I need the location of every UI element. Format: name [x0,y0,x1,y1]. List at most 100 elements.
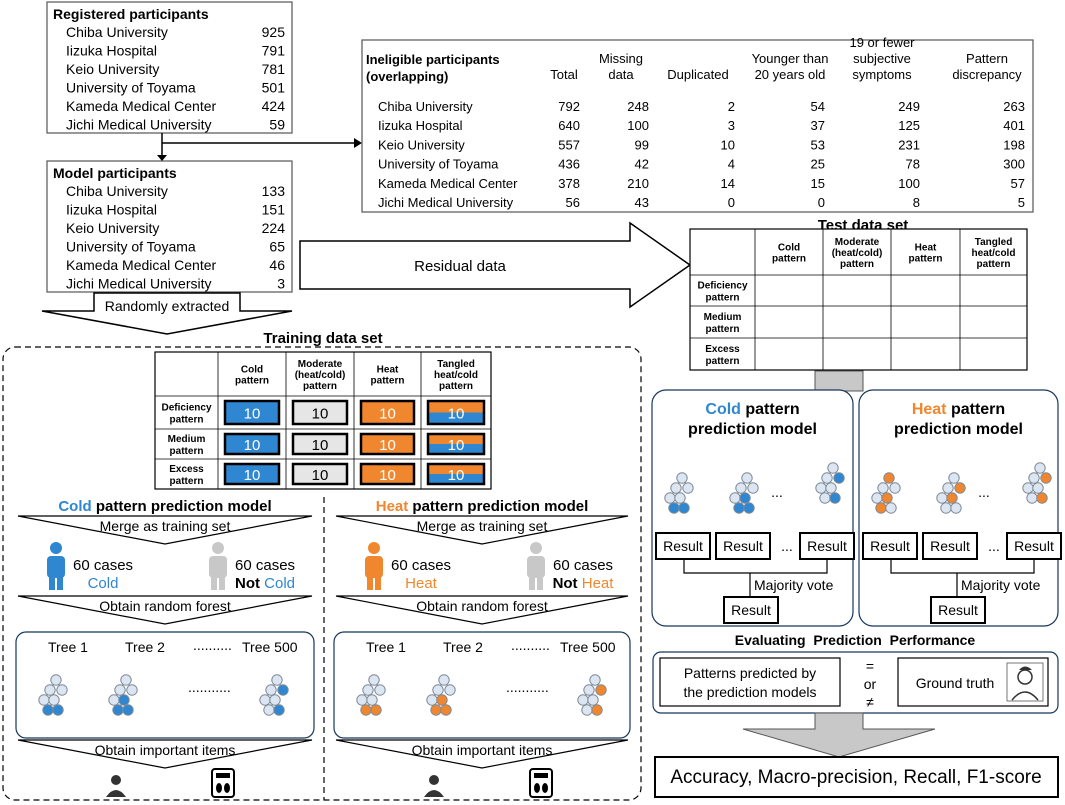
ineligible-header: subjective [853,51,911,66]
ineligible-value: 100 [627,118,649,133]
site-count: 424 [262,98,286,114]
tree-ellipsis: ... [771,484,783,500]
cell-value: 10 [448,437,465,454]
grid-col-header: Moderate [835,237,880,248]
moderate-cell [291,399,349,426]
grid-row-header: Deficiency [697,281,747,292]
ineligible-header: discrepancy [952,67,1022,82]
prediction-title-colored: Cold [705,401,741,418]
class-word: Heat [582,575,615,592]
prediction-title-line2: prediction model [688,421,817,438]
grid-col-header: pattern [235,376,269,387]
cold-cell [223,432,281,456]
grid-col-header: pattern [371,376,405,387]
ineligible-value: 100 [898,176,920,191]
site-count: 501 [262,80,286,96]
tangled-cell-top [428,434,484,444]
ineligible-value: 15 [811,176,825,191]
grid-col-header: Heat [377,365,399,376]
ineligible-header: Younger than [752,51,829,66]
forest-funnel-label: Obtain random forest [99,598,231,614]
result-label: Result [870,538,910,554]
result-box [715,532,771,560]
tangled-cell-bottom [428,444,484,454]
cell-value: 10 [448,406,465,423]
person-icon [47,542,65,590]
grid-row-header: Deficiency [161,403,211,414]
result-ellipsis: ... [988,538,1000,554]
prediction-title-line2: prediction model [894,421,1023,438]
site-count: 791 [262,43,286,59]
ineligible-value: 231 [898,137,920,152]
person-icon [209,542,227,590]
arrowhead-to-model [157,155,167,161]
cases-label: 60 cases [553,557,613,574]
site-count: 59 [269,117,285,133]
ineligible-site-name: Keio University [378,137,465,152]
ineligible-value: 42 [635,157,649,172]
cell-value: 10 [379,406,396,423]
result-label: Result [663,538,703,554]
grid-col-header: pattern [977,259,1011,270]
ineligible-value: 378 [558,176,580,191]
majority-vote-label: Majority vote [754,577,834,593]
ineligible-header: Missing [599,51,643,66]
site-count: 224 [262,220,286,236]
training-title: Training data set [263,330,382,347]
site-name: Jichi Medical University [66,117,211,133]
ineligible-value: 54 [811,99,825,114]
grid-col-header: Tangled [975,237,1013,248]
arrowhead-to-ineligible [354,138,362,148]
randomly-extracted-arrow [41,292,293,335]
tree-label: Tree 1 [366,639,406,655]
forest-box [333,631,631,739]
cell-value: 10 [312,406,329,423]
final-result-box [930,596,986,624]
ineligible-value: 125 [898,118,920,133]
ineligible-value: 557 [558,137,580,152]
ineligible-value: 0 [818,195,825,210]
site-name: Chiba University [66,183,168,199]
model-title: Heat pattern prediction model [376,498,589,515]
ineligible-value: 99 [635,137,649,152]
ineligible-value: 10 [721,137,735,152]
test-grid: ColdpatternModerate(heat/cold)patternHea… [689,228,1028,371]
ineligible-value: 249 [898,99,920,114]
tangled-cell-top [428,464,484,474]
ineligible-title-line2: (overlapping) [366,69,448,84]
tree-icon [356,674,386,716]
model-title-rest: pattern prediction model [408,498,588,515]
tree-label: Tree 2 [125,639,165,655]
equals-sign: = [866,658,874,674]
ineligible-value: 248 [627,99,649,114]
site-count: 133 [262,183,286,199]
tree-icon [871,472,901,514]
vote-bracket [890,559,1035,574]
grid-row-header: Medium [168,434,206,445]
prediction-title-line1: Heat pattern [912,401,1005,418]
merge-funnel-label: Merge as training set [100,518,231,534]
cold-cell [223,399,281,426]
ineligible-value: 78 [906,157,920,172]
vote-bracket [683,559,828,574]
ineligible-site-name: Iizuka Hospital [378,118,463,133]
site-count: 781 [262,61,286,77]
ineligible-value: 436 [558,157,580,172]
ineligible-value: 57 [1011,176,1025,191]
result-box [922,532,978,560]
test-to-model-connector [814,370,864,392]
site-name: Keio University [66,61,159,77]
tree-icon [815,462,845,504]
or-label: or [864,676,877,692]
site-name: Keio University [66,220,159,236]
ineligible-header: Pattern [966,51,1008,66]
grid-frame [689,228,1028,371]
grid-col-header: Tangled [437,359,475,370]
not-word: Not [235,575,264,592]
model-box [46,160,293,293]
